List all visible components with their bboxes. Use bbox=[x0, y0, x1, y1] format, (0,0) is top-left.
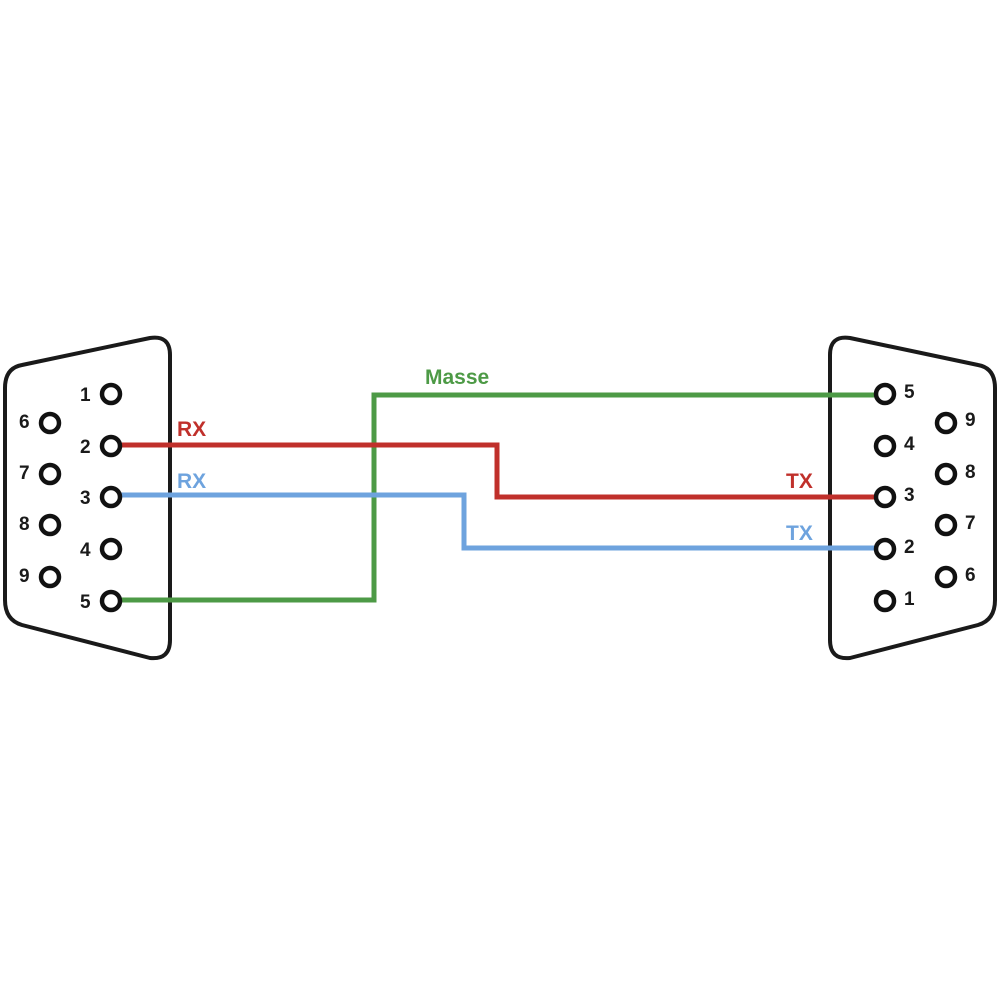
wire-label-masse: Masse bbox=[425, 366, 489, 389]
right-pin-5 bbox=[873, 382, 897, 406]
right-pin-5-label: 5 bbox=[904, 382, 915, 403]
right-pin-4-label: 4 bbox=[904, 434, 915, 455]
left-pin-2 bbox=[99, 434, 123, 458]
right-pin-7 bbox=[934, 513, 958, 537]
left-pin-9-label: 9 bbox=[19, 566, 30, 587]
red-rx-tx-wire bbox=[118, 442, 878, 500]
right-pin-6 bbox=[934, 565, 958, 589]
left-pin-8-label: 8 bbox=[19, 514, 30, 535]
right-pin-9-label: 9 bbox=[965, 410, 976, 431]
left-pin-5-label: 5 bbox=[80, 592, 91, 613]
left-pin-1 bbox=[99, 382, 123, 406]
right-pin-2-label: 2 bbox=[904, 537, 915, 558]
left-pin-1-label: 1 bbox=[80, 385, 91, 406]
left-pin-7-label: 7 bbox=[19, 463, 30, 484]
right-pin-3-label: 3 bbox=[904, 485, 915, 506]
right-pin-8-label: 8 bbox=[965, 462, 976, 483]
left-pin-6-label: 6 bbox=[19, 412, 30, 433]
wire-label-blue-rx: RX bbox=[177, 470, 206, 493]
right-pin-9 bbox=[934, 411, 958, 435]
left-pin-4-label: 4 bbox=[80, 540, 91, 561]
left-pin-9 bbox=[38, 565, 62, 589]
right-pin-8 bbox=[934, 462, 958, 486]
right-pin-4 bbox=[873, 434, 897, 458]
left-pin-3 bbox=[99, 485, 123, 509]
wire-label-red-tx: TX bbox=[786, 470, 813, 493]
wire-label-red-rx: RX bbox=[177, 418, 206, 441]
wire-label-blue-tx: TX bbox=[786, 522, 813, 545]
right-pin-1 bbox=[873, 589, 897, 613]
right-pin-1-label: 1 bbox=[904, 589, 915, 610]
blue-rx-tx-wire bbox=[118, 492, 878, 551]
left-pin-7 bbox=[38, 462, 62, 486]
left-pin-2-label: 2 bbox=[80, 437, 91, 458]
right-pin-2 bbox=[873, 537, 897, 561]
left-pin-5 bbox=[99, 589, 123, 613]
left-pin-3-label: 3 bbox=[80, 488, 91, 509]
right-pin-7-label: 7 bbox=[965, 513, 976, 534]
left-pin-8 bbox=[38, 513, 62, 537]
right-pin-3 bbox=[873, 485, 897, 509]
right-pin-6-label: 6 bbox=[965, 565, 976, 586]
left-pin-6 bbox=[38, 411, 62, 435]
left-pin-4 bbox=[99, 537, 123, 561]
